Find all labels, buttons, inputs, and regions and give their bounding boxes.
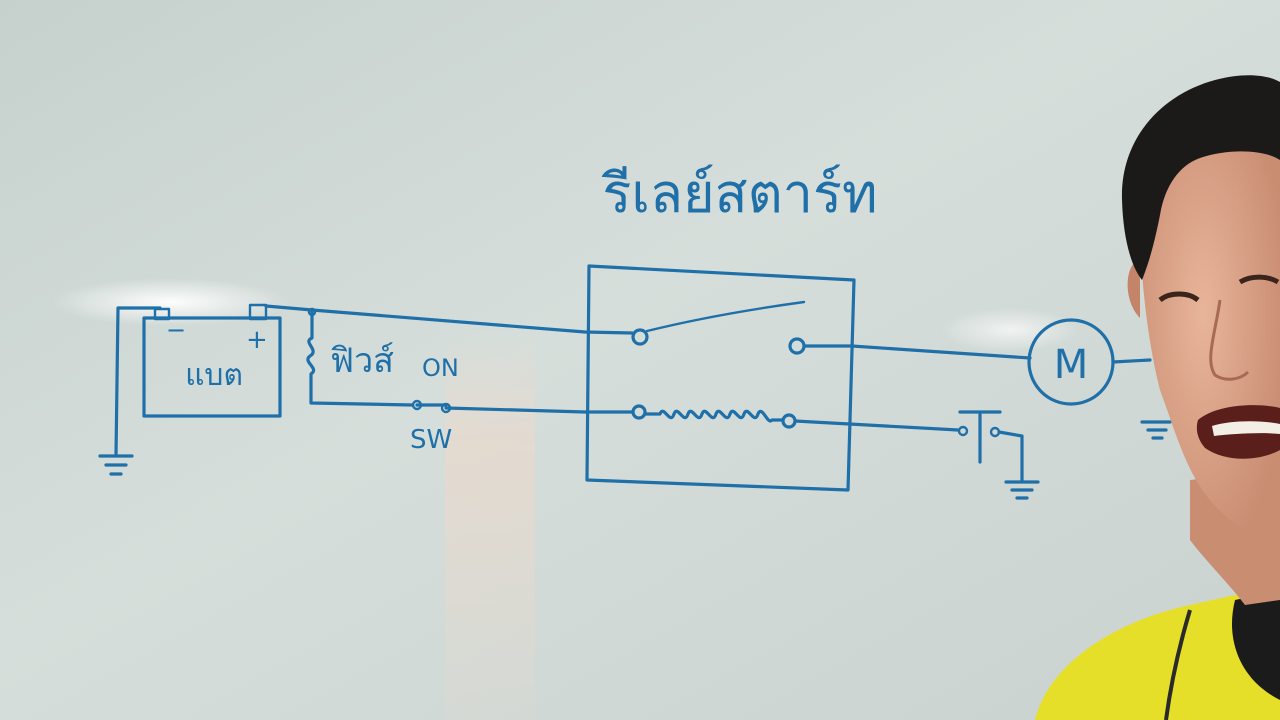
motor-ground [1140,420,1172,440]
switch-state-label: ON [422,354,459,382]
relay-coil [643,409,784,423]
motor-symbol: M [1027,318,1172,440]
diagram-title: รีเลย์สตาร์ท [601,162,877,225]
motor-label: M [1054,342,1089,388]
presenter-hair [1121,75,1280,280]
relay-box [585,264,856,492]
relay-contact-in [631,328,649,346]
start-push-button [793,410,1040,500]
supply-wire [264,304,634,335]
battery-ground [98,306,162,476]
light-glare [50,278,290,326]
battery-minus-label: − [166,316,186,344]
motor-feed-wire [802,344,1032,360]
battery-symbol: − + แบต [142,303,282,418]
light-reflection-stripe [445,330,535,720]
button-ground [1004,480,1040,500]
coil-feed-wire [444,406,634,414]
relay-contact-arm [645,300,806,333]
presenter [1035,75,1280,720]
light-glare-right [940,308,1080,352]
fuse-symbol: ฟิวส์ [306,307,414,407]
battery-label: แบต [185,358,243,393]
ignition-switch: ON SW [410,354,459,455]
battery-plus-label: + [246,325,268,355]
presenter-eye-right [1238,274,1280,285]
fuse-label: ฟิวส์ [330,341,394,381]
switch-label: SW [410,425,452,455]
shirt-collar [1232,590,1280,700]
relay-coil-terminal-in [631,404,647,420]
presenter-shirt [1035,585,1280,720]
presenter-eye-left [1158,291,1200,303]
